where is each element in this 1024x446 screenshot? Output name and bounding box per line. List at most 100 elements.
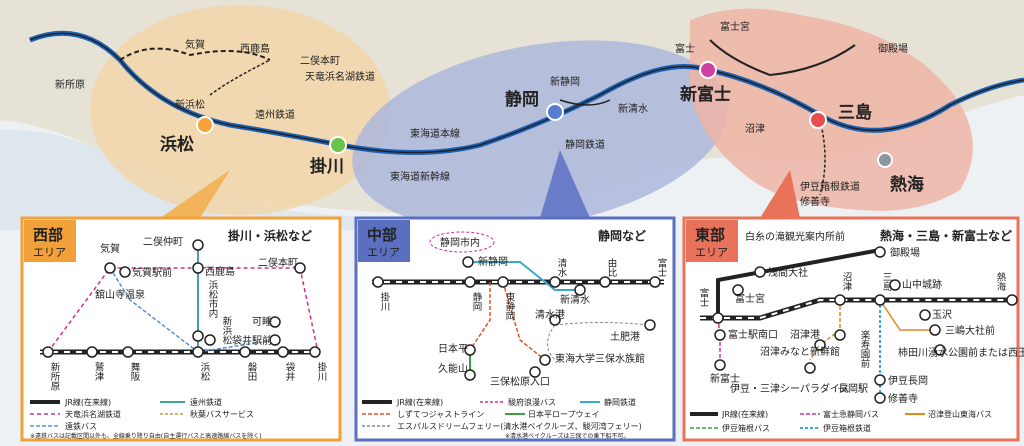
c-legend-ropeway: 日本平ロープウェイ <box>528 409 600 419</box>
e-st-mishima: 三島 <box>881 272 893 292</box>
overview-label-shuzenji: 修善寺 <box>800 195 830 208</box>
west-area-blob <box>90 5 390 215</box>
w-st-kanzanji: 舘山寺温泉 <box>95 288 145 301</box>
c-legend-sunpu-bus: 駿府浪漫バス <box>508 397 556 407</box>
w-st-kiga-ekimae: 気賀駅前 <box>132 266 172 279</box>
c-st-shin-shimizu: 新清水 <box>560 293 590 306</box>
overview-label-fuji: 富士 <box>675 42 695 55</box>
east-tag: 東部 <box>695 226 725 244</box>
w-st-maisaka: 舞阪 <box>129 362 141 382</box>
e-st-atami: 熱海 <box>995 271 1007 292</box>
e-st-numazu-port: 沼津港 <box>790 328 820 341</box>
e-st-shuzenji: 修善寺 <box>888 392 918 405</box>
west-tag-sub: エリア <box>33 246 66 259</box>
w-st-kiga: 気賀 <box>100 242 120 255</box>
overview-label-numazu: 沼津 <box>745 122 765 135</box>
overview-label-shin-hamamatsu: 新浜松 <box>175 98 205 111</box>
e-legend-izuhakone-bus: 伊豆箱根バス <box>722 423 770 433</box>
w-st-iwata: 磐田 <box>246 361 258 382</box>
shizuoka-station-dot[interactable] <box>546 103 564 121</box>
c-legend-ferry: エスパルスドリームフェリー(清水港ベイクルーズ、駿河湾フェリー) <box>397 421 642 431</box>
overview-label-shin-shimizu: 新清水 <box>618 102 648 115</box>
east-subtitle: 熱海・三島・新富士など <box>880 228 1012 243</box>
overview-line-izuhakone: 伊豆箱根鉄道 <box>800 180 860 193</box>
e-st-fuji: 富士 <box>698 287 710 307</box>
kakegawa-station-dot[interactable] <box>329 136 347 154</box>
e-st-kakitagawa: 柿田川湧水公園前または西玉川 <box>898 346 1024 359</box>
e-legend-jr: JR線(在来線) <box>721 409 768 419</box>
central-tag-sub: エリア <box>367 246 400 259</box>
e-st-fuji-ekiminamiguchi: 富士駅南口 <box>728 328 778 341</box>
w-st-washizu: 鷲津 <box>93 361 105 382</box>
overview-label-kiga: 気賀 <box>185 38 205 51</box>
overview-label-shizuoka: 静岡 <box>505 89 539 110</box>
overview-line-tenryu: 天竜浜名湖鉄道 <box>305 70 375 83</box>
overview-label-shinjohara: 新所原 <box>55 78 85 91</box>
e-st-shiraito: 白糸の滝観光案内所前 <box>745 230 845 243</box>
w-st-fukuroi: 袋井 <box>284 361 296 382</box>
w-st-shinjohara: 新所原 <box>49 361 61 390</box>
overview-label-fujinomiya: 富士宮 <box>720 20 750 33</box>
e-st-tamazawa: 玉沢 <box>932 308 952 321</box>
e-st-shin-fuji: 新富士 <box>710 372 740 385</box>
c-legend-shizutetsu: 静岡鉄道 <box>604 397 636 407</box>
east-area-blob <box>690 8 973 211</box>
w-st-futamata-honmachi: 二俣本町 <box>258 256 298 269</box>
east-tag-sub: エリア <box>695 246 728 259</box>
c-st-nihondaira: 日本平 <box>438 342 468 355</box>
atami-station-dot[interactable] <box>877 152 893 168</box>
west-area-panel: 西部 エリア 掛川・浜松など 新所原 鷲津 舞阪 浜松 磐田 袋井 掛川 気賀 … <box>20 216 342 442</box>
e-st-yamanaka: 山中城跡 <box>902 278 942 291</box>
central-subtitle: 静岡など <box>598 228 646 243</box>
e-st-rakujuen: 楽寿園前 <box>859 329 871 369</box>
c-st-shizuoka: 静岡 <box>471 291 483 312</box>
c-st-shimizu: 清水 <box>556 257 568 277</box>
w-st-kasui: 可睡 <box>252 315 272 328</box>
w-st-futamata-nakacho: 二俣仲町 <box>143 235 183 248</box>
w-st-hamamatsu: 浜松 <box>199 362 211 382</box>
w-st-shin-hamamatsu: 新浜松 <box>221 315 233 345</box>
c-st-kakegawa: 掛川 <box>379 291 391 311</box>
overview-label-mishima: 三島 <box>838 102 872 123</box>
central-area-panel: 中部 エリア 静岡など 静岡市内 掛川 静岡 東静岡 清水 由比 富士 新静岡 … <box>354 216 676 442</box>
c-st-toi-port: 土肥港 <box>610 330 640 343</box>
shin-fuji-station-dot[interactable] <box>699 61 717 79</box>
c-st-shizuoka-city: 静岡市内 <box>440 236 480 249</box>
e-st-nagaoka-eki: 長岡駅 <box>838 383 868 395</box>
e-st-izu-mito: 伊豆・三津シーパラダイス <box>730 382 850 395</box>
c-legend-note: ※清水港ベイクルーズは三保での乗下船不可。 <box>505 432 629 440</box>
e-st-numazu-minato: 沼津みなと新鮮館 <box>760 345 840 358</box>
c-legend-justline: しずてつジャストライン <box>397 409 484 419</box>
w-legend-enshu: 遠州鉄道 <box>190 397 222 407</box>
e-st-mishima-taisha: 三嶋大社前 <box>945 324 995 337</box>
west-subtitle: 掛川・浜松など <box>228 228 312 243</box>
overview-label-shin-shizuoka: 新静岡 <box>550 75 580 88</box>
c-st-tokai-univ-aquarium: 東海大学三保水族館 <box>555 352 645 365</box>
east-area-panel: 東部 エリア 熱海・三島・新富士など 白糸の滝観光案内所前 御殿場 浅間大社 富… <box>682 216 1024 442</box>
w-legend-note: ※遠鉄バスは記載区間以外も、全線乗り降り自由(自主運行バスと高速路線バスを除く) <box>30 432 262 440</box>
w-st-nishikajima: 西鹿島 <box>205 265 235 278</box>
e-st-fujinomiya: 富士宮 <box>735 292 765 305</box>
c-st-yui: 由比 <box>606 257 618 277</box>
central-area-blob <box>352 40 728 230</box>
e-legend-izuhakone-rail: 伊豆箱根鉄道 <box>823 423 871 433</box>
e-st-gotemba: 御殿場 <box>890 246 920 259</box>
hamamatsu-station-dot[interactable] <box>196 116 214 134</box>
w-st-hamamatsu-shinai: 浜松市内 <box>207 280 219 319</box>
c-legend-jr: JR線(在来線) <box>396 397 443 407</box>
w-st-kakegawa: 掛川 <box>316 361 328 381</box>
mishima-station-dot[interactable] <box>809 111 827 129</box>
c-st-higashi-shizuoka: 東静岡 <box>504 291 516 321</box>
west-tag: 西部 <box>33 226 63 244</box>
e-st-sengen-taisha: 浅間大社 <box>768 266 808 279</box>
c-st-shimizu-port: 清水港 <box>535 308 565 321</box>
c-st-miho-matsubara: 三保松原入口 <box>490 375 550 388</box>
overview-label-gotemba: 御殿場 <box>878 42 908 55</box>
central-tag: 中部 <box>367 226 397 244</box>
overview-label-hamamatsu: 浜松 <box>160 134 194 155</box>
c-st-fuji: 富士 <box>656 257 668 277</box>
overview-line-tokaido: 東海道本線 <box>410 127 460 140</box>
overview-line-shizutetsu: 静岡鉄道 <box>565 138 605 151</box>
w-st-fukuroi-ekimae: 袋井駅前 <box>232 334 272 347</box>
